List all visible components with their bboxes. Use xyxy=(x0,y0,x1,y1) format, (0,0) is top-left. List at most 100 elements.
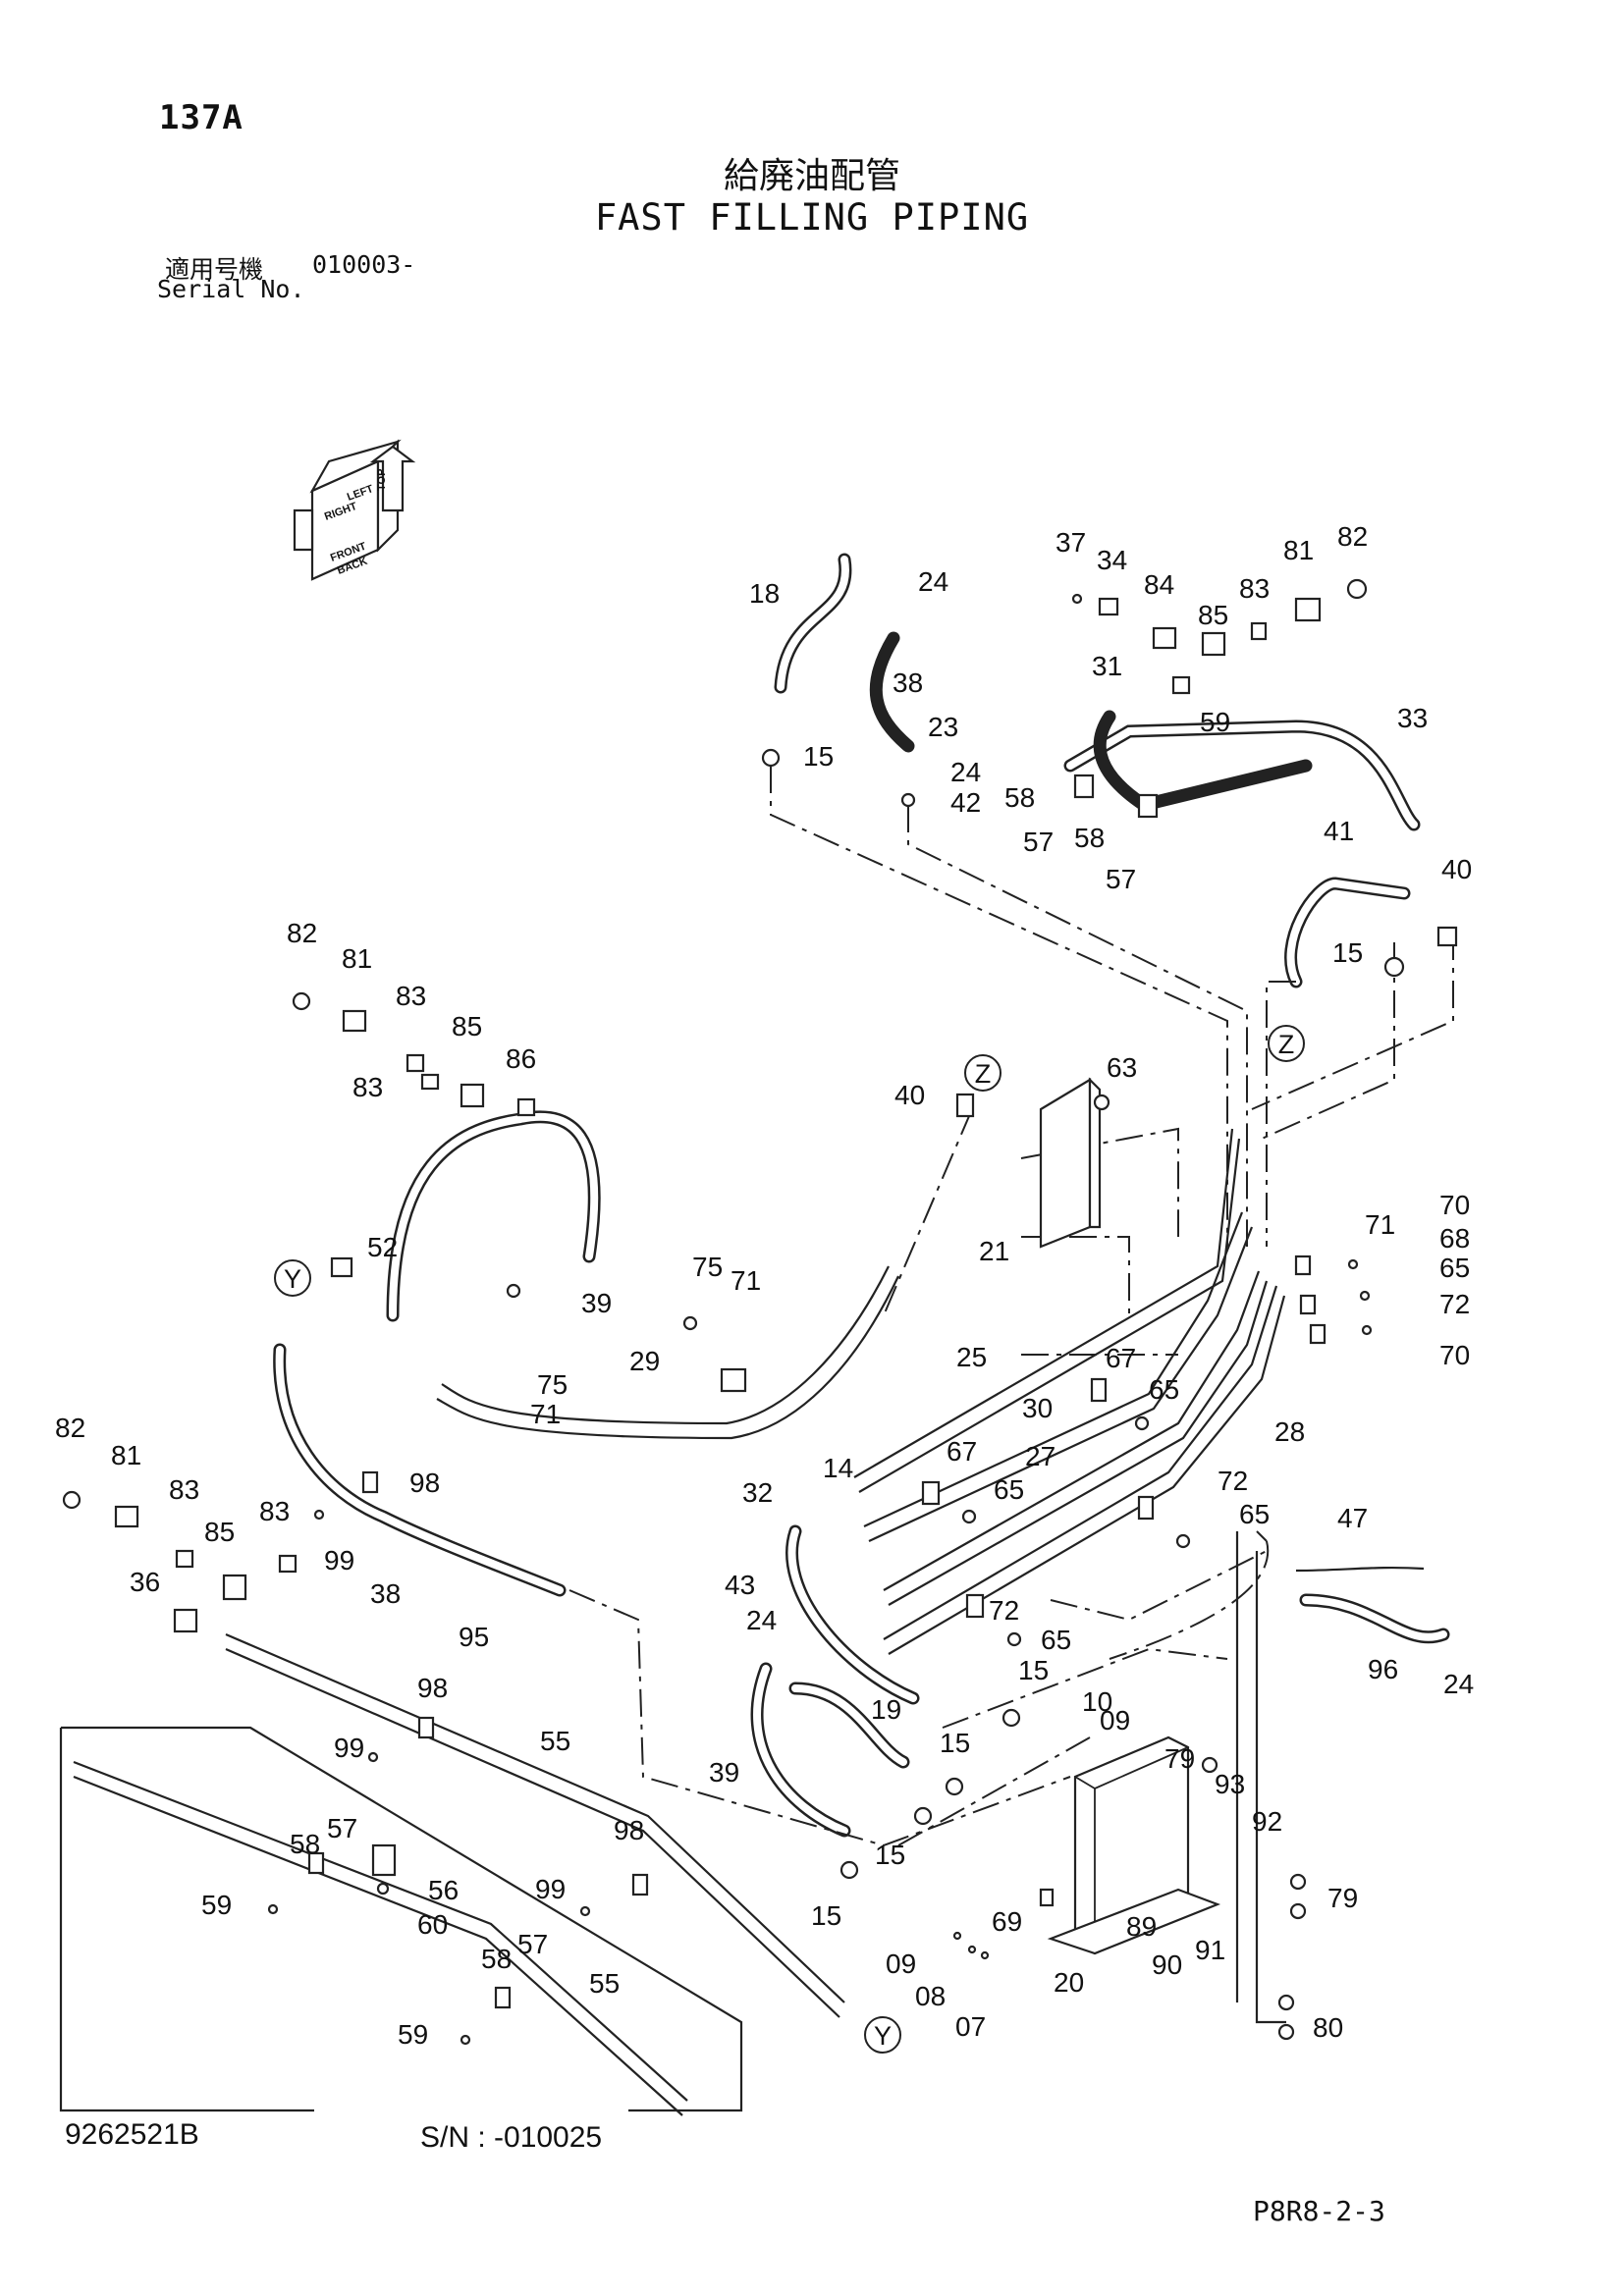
marker-y-bottom xyxy=(864,2016,901,2054)
part-callout: 15 xyxy=(940,1728,970,1758)
part-callout: 99 xyxy=(324,1545,354,1575)
part-callout: 57 xyxy=(1106,864,1136,894)
part-callout: 81 xyxy=(111,1440,141,1470)
part-callout: 86 xyxy=(506,1043,536,1074)
serial-note: S/N : -010025 xyxy=(420,2121,603,2154)
part-callout: 81 xyxy=(342,943,372,974)
part-callout: 93 xyxy=(1215,1769,1245,1799)
part-callout: 65 xyxy=(1041,1625,1071,1655)
part-callout: 65 xyxy=(994,1474,1024,1505)
part-callout: 83 xyxy=(1239,573,1270,604)
marker-z-right-label: Z xyxy=(1278,1030,1295,1059)
marker-y-top xyxy=(274,1259,311,1297)
marker-z-top xyxy=(964,1054,1001,1092)
part-callout: 40 xyxy=(1441,854,1472,884)
part-callout: 39 xyxy=(709,1757,739,1788)
part-callout: 07 xyxy=(955,2011,986,2042)
part-callout: 14 xyxy=(823,1453,853,1483)
part-callout: 65 xyxy=(1149,1374,1179,1405)
part-callout: 43 xyxy=(725,1570,755,1600)
part-callout: 89 xyxy=(1126,1911,1157,1942)
part-callout: 63 xyxy=(1107,1052,1137,1083)
orientation-cube-icon: TOP LEFT RIGHT FRONT BACK xyxy=(293,439,416,581)
part-callout: 58 xyxy=(481,1944,512,1974)
page-reference: P8R8-2-3 xyxy=(1253,2195,1385,2227)
part-callout: 67 xyxy=(1106,1343,1136,1373)
page-title: FAST FILLING PIPING xyxy=(594,196,1030,239)
part-callout: 33 xyxy=(1397,703,1428,733)
part-callout: 24 xyxy=(1443,1669,1474,1699)
part-callout: 82 xyxy=(55,1413,85,1443)
part-callout: 40 xyxy=(894,1080,925,1110)
part-callout: 99 xyxy=(334,1733,364,1763)
part-callout: 70 xyxy=(1439,1190,1470,1220)
marker-z-right xyxy=(1268,1025,1305,1062)
part-callout: 15 xyxy=(1332,937,1363,968)
part-callout: 71 xyxy=(731,1265,761,1296)
reservoir-box xyxy=(1047,1735,1221,1955)
part-callout: 15 xyxy=(875,1840,905,1870)
part-callout: 72 xyxy=(989,1595,1019,1626)
part-callout: 83 xyxy=(396,981,426,1011)
marker-y-bottom-label: Y xyxy=(874,2021,892,2051)
part-callout: 80 xyxy=(1313,2012,1343,2043)
part-callout: 18 xyxy=(749,578,780,609)
marker-z-top-label: Z xyxy=(975,1059,992,1089)
part-callout: 27 xyxy=(1025,1441,1056,1471)
part-callout: 92 xyxy=(1252,1806,1282,1837)
serial-range: 010003- xyxy=(312,250,416,279)
part-callout: 67 xyxy=(947,1436,977,1467)
page-code: 137A xyxy=(159,98,244,137)
part-callout: 82 xyxy=(287,918,317,948)
part-callout: 56 xyxy=(428,1875,459,1905)
part-callout: 55 xyxy=(589,1968,620,1999)
part-callout: 32 xyxy=(742,1477,773,1508)
part-callout: 24 xyxy=(950,757,981,787)
part-callout: 38 xyxy=(893,667,923,698)
bracket-21 xyxy=(1039,1077,1102,1249)
part-callout: 57 xyxy=(1023,827,1054,857)
part-callout: 10 xyxy=(1082,1686,1112,1717)
part-callout: 60 xyxy=(417,1909,448,1940)
marker-y-top-label: Y xyxy=(284,1264,301,1294)
part-callout: 30 xyxy=(1022,1393,1053,1423)
part-callout: 84 xyxy=(1144,569,1174,600)
part-callout: 19 xyxy=(871,1694,901,1725)
part-callout: 29 xyxy=(629,1346,660,1376)
part-callout: 20 xyxy=(1054,1967,1084,1998)
part-callout: 75 xyxy=(692,1252,723,1282)
part-callout: 41 xyxy=(1324,816,1354,846)
part-callout: 31 xyxy=(1092,651,1122,681)
part-callout: 58 xyxy=(1074,823,1105,853)
part-callout: 21 xyxy=(979,1236,1009,1266)
part-callout: 68 xyxy=(1439,1223,1470,1254)
part-callout: 25 xyxy=(956,1342,987,1372)
part-callout: 39 xyxy=(581,1288,612,1318)
part-callout: 65 xyxy=(1439,1253,1470,1283)
part-callout: 59 xyxy=(1200,707,1230,737)
part-callouts: 18 24 15 38 23 24 42 37 34 84 85 83 81 8… xyxy=(55,521,1474,2050)
part-callout: 09 xyxy=(1100,1705,1130,1735)
part-callout: 83 xyxy=(352,1072,383,1102)
part-callout: 24 xyxy=(746,1605,777,1635)
part-callout: 96 xyxy=(1368,1654,1398,1684)
part-callout: 99 xyxy=(535,1874,566,1904)
part-callout: 28 xyxy=(1274,1416,1305,1447)
fittings xyxy=(62,578,1458,2046)
part-callout: 91 xyxy=(1195,1935,1225,1965)
part-callout: 55 xyxy=(540,1726,570,1756)
part-callout: 83 xyxy=(169,1474,199,1505)
part-callout: 90 xyxy=(1152,1949,1182,1980)
part-callout: 59 xyxy=(398,2019,428,2050)
part-callout: 37 xyxy=(1056,527,1086,558)
reference-markers: Y Y Z Z xyxy=(274,1025,1305,2054)
part-callout: 34 xyxy=(1097,545,1127,575)
part-callout: 71 xyxy=(1365,1209,1395,1240)
part-callout: 81 xyxy=(1283,535,1314,565)
serial-label: Serial No. xyxy=(157,275,305,303)
part-callout: 42 xyxy=(950,787,981,818)
part-callout: 70 xyxy=(1439,1340,1470,1370)
part-callout: 85 xyxy=(1198,600,1228,630)
part-callout: 59 xyxy=(201,1890,232,1920)
